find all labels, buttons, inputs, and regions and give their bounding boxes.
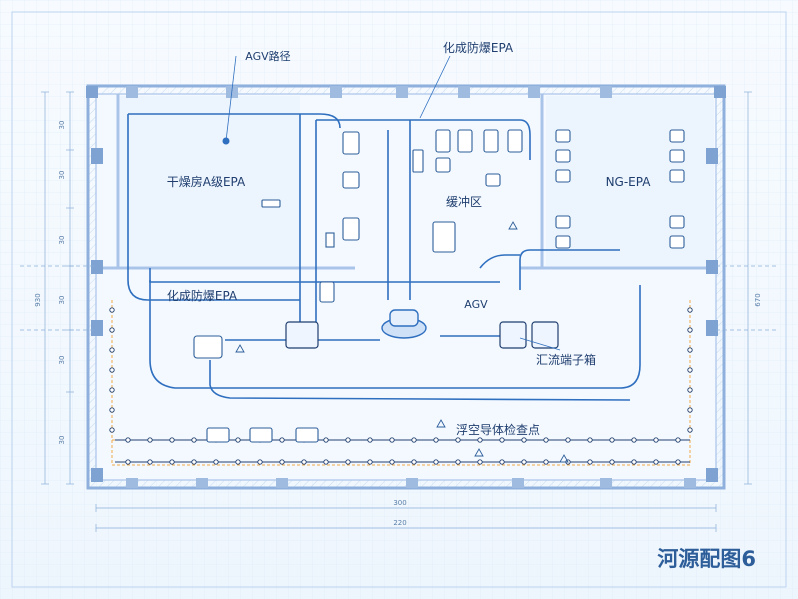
leader-lines bbox=[225, 55, 561, 351]
grounding-node bbox=[367, 437, 373, 443]
grounding-node bbox=[521, 437, 527, 443]
grounding-node bbox=[675, 437, 681, 443]
grounding-node bbox=[109, 387, 115, 393]
label-buffer: 缓冲区 bbox=[446, 194, 482, 209]
combiner-boxes bbox=[285, 321, 559, 349]
partitions bbox=[96, 94, 716, 270]
grounding-node bbox=[147, 459, 153, 465]
grounding-node bbox=[323, 437, 329, 443]
grounding-node bbox=[587, 437, 593, 443]
grounding-node bbox=[499, 459, 505, 465]
grounding-node bbox=[109, 407, 115, 413]
grounding-node bbox=[631, 459, 637, 465]
grounding-node bbox=[389, 459, 395, 465]
dim-left-total: 930 bbox=[34, 293, 42, 306]
grounding-node bbox=[433, 459, 439, 465]
grounding-node bbox=[191, 437, 197, 443]
grounding-node bbox=[433, 437, 439, 443]
dim-bottom-inner: 300 bbox=[393, 499, 406, 507]
grounding-node bbox=[147, 437, 153, 443]
grounding-node bbox=[565, 437, 571, 443]
grounding-node bbox=[687, 307, 693, 313]
grounding-node bbox=[411, 437, 417, 443]
label-agv: AGV bbox=[464, 298, 488, 311]
grounding-node bbox=[609, 437, 615, 443]
dry-room-area bbox=[120, 96, 300, 266]
label-combiner-box: 汇流端子箱 bbox=[536, 352, 596, 367]
grounding-node bbox=[367, 459, 373, 465]
label-agv-route: AGV路径 bbox=[245, 50, 290, 63]
grounding-node bbox=[455, 459, 461, 465]
sheet-border bbox=[11, 11, 787, 588]
grounding-node bbox=[235, 459, 241, 465]
warning-icons bbox=[235, 221, 569, 463]
grounding-node bbox=[109, 427, 115, 433]
grounding-node bbox=[411, 459, 417, 465]
grounding-node bbox=[169, 459, 175, 465]
grounding-node bbox=[687, 387, 693, 393]
dim-left-5: 30 bbox=[58, 356, 66, 365]
label-epa-left: 化成防爆EPA bbox=[167, 288, 238, 303]
grounding-node bbox=[521, 459, 527, 465]
dim-right-total: 670 bbox=[754, 293, 762, 306]
grounding-node bbox=[213, 459, 219, 465]
grounding-node bbox=[345, 437, 351, 443]
grounding-node bbox=[587, 459, 593, 465]
wall-ticks bbox=[126, 86, 696, 488]
grounding-node bbox=[257, 459, 263, 465]
grounding-node bbox=[543, 459, 549, 465]
label-dry-room: 干燥房A级EPA bbox=[167, 174, 246, 189]
dim-bottom-outer: 220 bbox=[393, 519, 406, 527]
grounding-node bbox=[109, 327, 115, 333]
grounding-node bbox=[477, 459, 483, 465]
label-ng-epa: NG-EPA bbox=[606, 175, 652, 189]
grounding-node bbox=[235, 437, 241, 443]
ng-epa-area bbox=[546, 96, 714, 266]
grounding-node bbox=[125, 437, 131, 443]
grounding-node bbox=[389, 437, 395, 443]
dim-left-2: 30 bbox=[58, 171, 66, 180]
agv-charger bbox=[381, 309, 427, 339]
grounding-node bbox=[169, 437, 175, 443]
grounding-node bbox=[301, 459, 307, 465]
grounding-node bbox=[687, 407, 693, 413]
grounding-node bbox=[477, 437, 483, 443]
grounding-node bbox=[109, 367, 115, 373]
grounding-node bbox=[631, 437, 637, 443]
grounding-node bbox=[279, 437, 285, 443]
dim-left-1: 30 bbox=[58, 121, 66, 130]
grounding-node bbox=[653, 437, 659, 443]
grounding-node bbox=[323, 459, 329, 465]
grounding-node bbox=[687, 347, 693, 353]
grounding-node bbox=[687, 367, 693, 373]
grounding-node bbox=[543, 437, 549, 443]
grounding-node bbox=[191, 459, 197, 465]
grounding-node bbox=[109, 307, 115, 313]
grounding-node bbox=[687, 427, 693, 433]
grounding-node bbox=[345, 459, 351, 465]
dimension-lines bbox=[20, 91, 778, 532]
left-dimension-texts: 30 30 30 30 30 30 930 670 300 220 bbox=[34, 121, 762, 527]
grounding-node bbox=[675, 459, 681, 465]
equipment bbox=[193, 129, 685, 443]
grounding-node bbox=[499, 437, 505, 443]
dim-left-6: 30 bbox=[58, 436, 66, 445]
grounding-node bbox=[455, 437, 461, 443]
dim-left-4: 30 bbox=[58, 296, 66, 305]
grounding-node bbox=[109, 347, 115, 353]
dim-left-3: 30 bbox=[58, 236, 66, 245]
grounding-node bbox=[279, 459, 285, 465]
grounding-node bbox=[653, 459, 659, 465]
columns bbox=[86, 86, 726, 482]
label-epa-top: 化成防爆EPA bbox=[443, 40, 514, 55]
figure-title: 河源配图6 bbox=[657, 547, 756, 571]
grounding-node bbox=[609, 459, 615, 465]
grounding-node bbox=[125, 459, 131, 465]
label-floating-check: 浮空导体检查点 bbox=[456, 422, 540, 437]
agv-routes bbox=[127, 113, 641, 401]
grounding-node bbox=[687, 327, 693, 333]
